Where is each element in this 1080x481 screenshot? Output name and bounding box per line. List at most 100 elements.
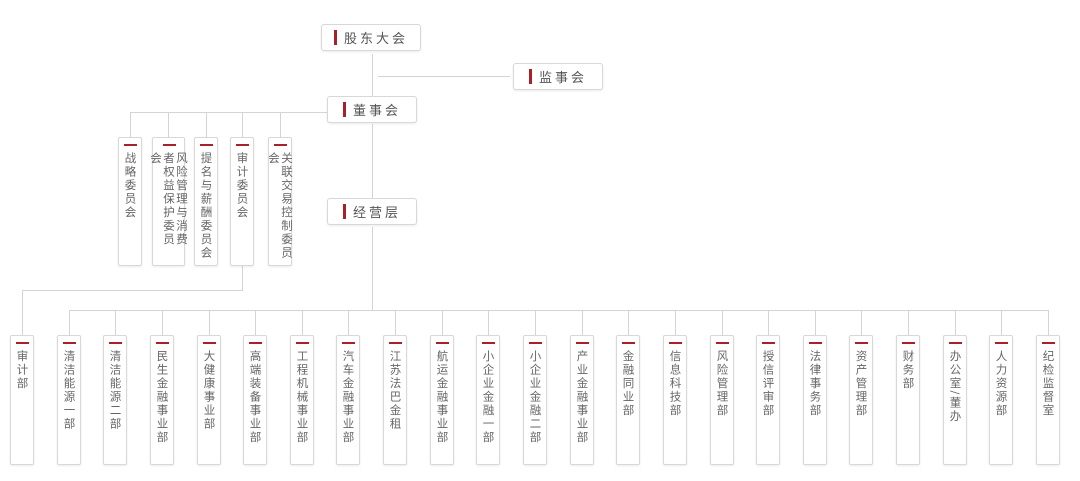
department-connector [955, 310, 956, 335]
department-connector [348, 310, 349, 335]
department-box[interactable]: 金融同业部 [616, 335, 640, 465]
department-label: 清洁能源二部 [108, 350, 123, 431]
department-bus [69, 310, 1049, 311]
shareholders-meeting-box[interactable]: 股东大会 [321, 24, 421, 51]
department-box[interactable]: 清洁能源二部 [103, 335, 127, 465]
connector-committee-2 [168, 112, 169, 137]
department-box[interactable]: 法律事务部 [803, 335, 827, 465]
committee-nomination-remuneration[interactable]: 提名与薪酬委员会 [194, 137, 218, 266]
management-label: 经营层 [352, 206, 401, 221]
accent-dash [949, 342, 962, 344]
department-box[interactable]: 信息科技部 [663, 335, 687, 465]
department-label: 航运金融事业部 [435, 350, 450, 445]
accent-dash [762, 342, 775, 344]
accent-dash [163, 144, 176, 146]
accent-dash [274, 144, 287, 146]
accent-dash [809, 342, 822, 344]
committee-risk-consumer-protection[interactable]: 风险管理与消费者权益保护委员会 [149, 137, 189, 266]
department-box[interactable]: 授信评审部 [756, 335, 780, 465]
connector-audit-dept [22, 290, 23, 335]
department-box[interactable]: 风险管理部 [710, 335, 734, 465]
department-label: 办公室/董办 [948, 350, 963, 424]
department-label: 小企业金融一部 [481, 350, 496, 445]
accent-dash [716, 342, 729, 344]
department-box[interactable]: 产业金融事业部 [570, 335, 594, 465]
department-box[interactable]: 审计部 [10, 335, 34, 465]
department-connector [302, 310, 303, 335]
department-box[interactable]: 高端装备事业部 [243, 335, 267, 465]
department-box[interactable]: 办公室/董办 [943, 335, 967, 465]
department-label: 江苏法巴金租 [388, 350, 403, 431]
management-box[interactable]: 经营层 [327, 198, 417, 225]
accent-dash [529, 342, 542, 344]
connector-board-management [372, 124, 373, 198]
accent-dash [855, 342, 868, 344]
committee-related-transactions[interactable]: 关联交易控制委员会 [267, 137, 294, 266]
department-label: 大健康事业部 [202, 350, 217, 431]
accent-dash [389, 342, 402, 344]
department-box[interactable]: 纪检监督室 [1036, 335, 1060, 465]
connector-audit-horizontal [22, 290, 243, 291]
department-connector [162, 310, 163, 335]
department-label: 清洁能源一部 [62, 350, 77, 431]
department-box[interactable]: 航运金融事业部 [430, 335, 454, 465]
department-label: 汽车金融事业部 [341, 350, 356, 445]
department-label: 民生金融事业部 [155, 350, 170, 445]
accent-dash [622, 342, 635, 344]
department-connector [722, 310, 723, 335]
department-connector [255, 310, 256, 335]
committee-strategy[interactable]: 战略委员会 [118, 137, 142, 266]
department-box[interactable]: 工程机械事业部 [290, 335, 314, 465]
accent-dash [249, 342, 262, 344]
accent-dash [342, 342, 355, 344]
department-label: 财务部 [901, 350, 916, 391]
board-of-directors-box[interactable]: 董事会 [327, 96, 417, 123]
department-box[interactable]: 人力资源部 [989, 335, 1013, 465]
committee-label: 提名与薪酬委员会 [199, 152, 214, 260]
department-box[interactable]: 汽车金融事业部 [336, 335, 360, 465]
committee-label: 审计委员会 [235, 152, 250, 220]
department-connector [861, 310, 862, 335]
accent-dash [236, 144, 249, 146]
department-box[interactable]: 大健康事业部 [197, 335, 221, 465]
accent-dash [16, 342, 29, 344]
accent-dash [200, 144, 213, 146]
department-box[interactable]: 江苏法巴金租 [383, 335, 407, 465]
department-box[interactable]: 财务部 [896, 335, 920, 465]
department-label: 审计部 [15, 350, 30, 391]
supervisory-board-box[interactable]: 监事会 [513, 63, 603, 90]
department-label: 授信评审部 [761, 350, 776, 418]
accent-dash [109, 342, 122, 344]
department-label: 金融同业部 [621, 350, 636, 418]
accent-dash [902, 342, 915, 344]
accent-bar [333, 30, 337, 45]
department-box[interactable]: 民生金融事业部 [150, 335, 174, 465]
department-label: 信息科技部 [668, 350, 683, 418]
department-box[interactable]: 小企业金融二部 [523, 335, 547, 465]
department-connector [675, 310, 676, 335]
committee-audit[interactable]: 审计委员会 [230, 137, 254, 266]
department-label: 法律事务部 [808, 350, 823, 418]
department-box[interactable]: 资产管理部 [849, 335, 873, 465]
accent-bar [342, 204, 346, 219]
department-box[interactable]: 小企业金融一部 [476, 335, 500, 465]
shareholders-meeting-label: 股东大会 [343, 32, 408, 47]
department-label: 资产管理部 [854, 350, 869, 418]
department-label: 高端装备事业部 [248, 350, 263, 445]
committee-label: 关联交易控制委员会 [267, 152, 294, 260]
accent-bar [528, 69, 532, 84]
department-label: 产业金融事业部 [575, 350, 590, 445]
board-of-directors-label: 董事会 [352, 104, 401, 119]
department-connector [1048, 310, 1049, 335]
connector-supervisors [378, 76, 510, 77]
department-connector [488, 310, 489, 335]
department-box[interactable]: 清洁能源一部 [57, 335, 81, 465]
accent-dash [156, 342, 169, 344]
committee-label: 风险管理与消费者权益保护委员会 [149, 152, 189, 247]
accent-dash [436, 342, 449, 344]
department-connector [815, 310, 816, 335]
department-connector [768, 310, 769, 335]
connector-shareholders-board [372, 54, 373, 96]
connector-audit-committee-down [242, 265, 243, 291]
department-connector [908, 310, 909, 335]
